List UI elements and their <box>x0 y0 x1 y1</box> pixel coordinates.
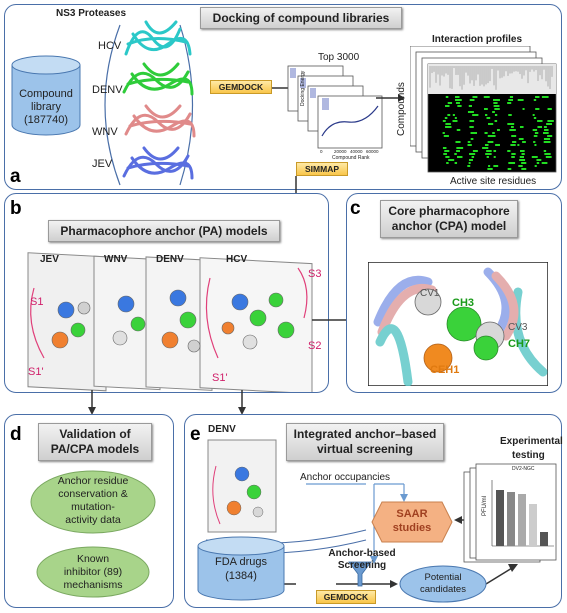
active-site-label: Active site residues <box>450 176 537 187</box>
panel-d-title-line2: PA/CPA models <box>50 442 140 456</box>
panel-c-title-line2: anchor (CPA) model <box>391 219 507 233</box>
top-3000-label: Top 3000 <box>318 52 360 63</box>
pa-model-denv: DENV <box>156 254 184 265</box>
anchor-ch7: CH7 <box>508 338 531 350</box>
pocket-s1prime-left: S1' <box>28 366 44 378</box>
assay-ylabel: PFU/ml <box>482 496 488 516</box>
pocket-s2: S2 <box>308 340 322 352</box>
panel-e-label: e <box>190 424 201 445</box>
saar-line1: SAAR <box>396 508 428 520</box>
denv-label: DENV <box>208 424 236 435</box>
wnv-protein <box>124 104 196 138</box>
library-line2: library <box>31 101 61 113</box>
experimental-line1: Experimental <box>500 436 563 447</box>
virus-denv: DENV <box>92 84 123 96</box>
proteases-title: NS3 Proteases <box>56 8 127 19</box>
screening-funnel-icon <box>348 561 372 587</box>
arrow-plots-to-profiles <box>376 94 405 102</box>
jev-protein <box>122 146 194 180</box>
virus-wnv: WNV <box>92 126 118 138</box>
potential-line1: Potential <box>424 572 462 583</box>
arrow-b-to-d <box>88 390 96 415</box>
anchor-ch3: CH3 <box>452 297 475 309</box>
panel-d-title-line1: Validation of <box>59 427 131 441</box>
validation-item2: Known inhibitor (89) mechanisms <box>34 553 152 592</box>
panel-c-label: c <box>350 198 361 219</box>
validation-item1-line2: conservation & <box>58 488 128 500</box>
virus-hcv: HCV <box>98 40 122 52</box>
simmap-button: SIMMAP <box>296 162 348 176</box>
plot-tick-3: 60000 <box>366 149 379 154</box>
compounds-axis-label: Compounds <box>396 82 407 136</box>
interaction-heatmap <box>410 46 557 173</box>
validation-oval-2 <box>36 546 150 598</box>
panel-b-label: b <box>10 198 22 219</box>
denv-protein <box>122 62 194 96</box>
experimental-assay-chart <box>463 463 557 563</box>
virus-jev: JEV <box>92 158 113 170</box>
screening-line2: Screening <box>337 560 387 571</box>
panel-a-label: a <box>10 166 21 187</box>
hcv-protein <box>124 20 192 56</box>
anchor-cv3: CV3 <box>508 322 528 333</box>
panel-b-title: Pharmacophore anchor (PA) models <box>48 220 280 242</box>
pa-model-cards <box>27 252 313 392</box>
panel-a-title: Docking of compound libraries <box>200 7 402 29</box>
anchor-cv1: CV1 <box>420 288 440 299</box>
saar-hexagon <box>371 501 453 543</box>
compound-library-cylinder <box>11 55 81 136</box>
anchor-ceh1: CEH1 <box>430 364 460 376</box>
validation-item1-line1: Anchor residue <box>57 475 129 487</box>
pa-model-hcv: HCV <box>226 254 248 265</box>
plot-tick-0: 0 <box>320 149 323 154</box>
arrow-b-to-e <box>238 390 246 415</box>
fda-line1: FDA drugs <box>215 556 267 568</box>
pocket-s1: S1 <box>30 296 44 308</box>
saar-line2: studies <box>392 522 432 534</box>
panel-d-label: d <box>10 424 22 445</box>
validation-item1-line4: activity data <box>65 514 121 526</box>
validation-item2-line3: mechanisms <box>63 579 123 591</box>
assay-title: DV2-NGC <box>512 466 535 472</box>
docking-energy-plots <box>287 65 383 149</box>
pocket-s3: S3 <box>308 268 322 280</box>
pocket-s1prime-right: S1' <box>212 372 228 384</box>
potential-candidates-oval <box>399 565 487 603</box>
panel-e-title: Integrated anchor–based virtual screenin… <box>286 423 444 461</box>
fda-line2: (1384) <box>225 570 257 582</box>
denv-pa-model-thumbnail <box>207 439 277 533</box>
panel-e-title-line2: virtual screening <box>316 442 414 456</box>
plot-xlabel: Compound Rank <box>332 155 370 161</box>
cpa-structure-image <box>368 262 548 386</box>
validation-item1-line3: mutation- <box>71 501 115 513</box>
plot-ylabel: Docking Energy <box>300 70 306 106</box>
interaction-profiles-title: Interaction profiles <box>432 34 523 45</box>
panel-d-title: Validation of PA/CPA models <box>38 423 152 461</box>
plot-tick-2: 40000 <box>350 149 363 154</box>
plot-tick-1: 20000 <box>334 149 347 154</box>
panel-e-title-line1: Integrated anchor–based <box>293 427 437 441</box>
gemdock-button-a: GEMDOCK <box>210 80 272 94</box>
library-line1: Compound <box>19 88 73 100</box>
validation-item1: Anchor residue conservation & mutation- … <box>28 475 158 527</box>
library-line3: (187740) <box>23 114 69 126</box>
potential-line2: candidates <box>420 584 466 595</box>
gemdock-button-e: GEMDOCK <box>316 590 376 604</box>
fda-drugs-cylinder <box>197 536 285 601</box>
screening-line1: Anchor-based <box>328 548 396 559</box>
validation-item2-line2: inhibitor (89) <box>63 566 123 578</box>
validation-item2-line1: Known <box>76 553 110 565</box>
pa-model-wnv: WNV <box>104 254 128 265</box>
panel-c-title-line1: Core pharmacophore <box>388 204 510 218</box>
anchor-occupancies-label: Anchor occupancies <box>300 472 391 483</box>
pa-model-jev: JEV <box>40 254 59 265</box>
validation-oval-1 <box>30 470 156 534</box>
experimental-line2: testing <box>512 450 545 461</box>
panel-c-title: Core pharmacophore anchor (CPA) model <box>380 200 518 238</box>
